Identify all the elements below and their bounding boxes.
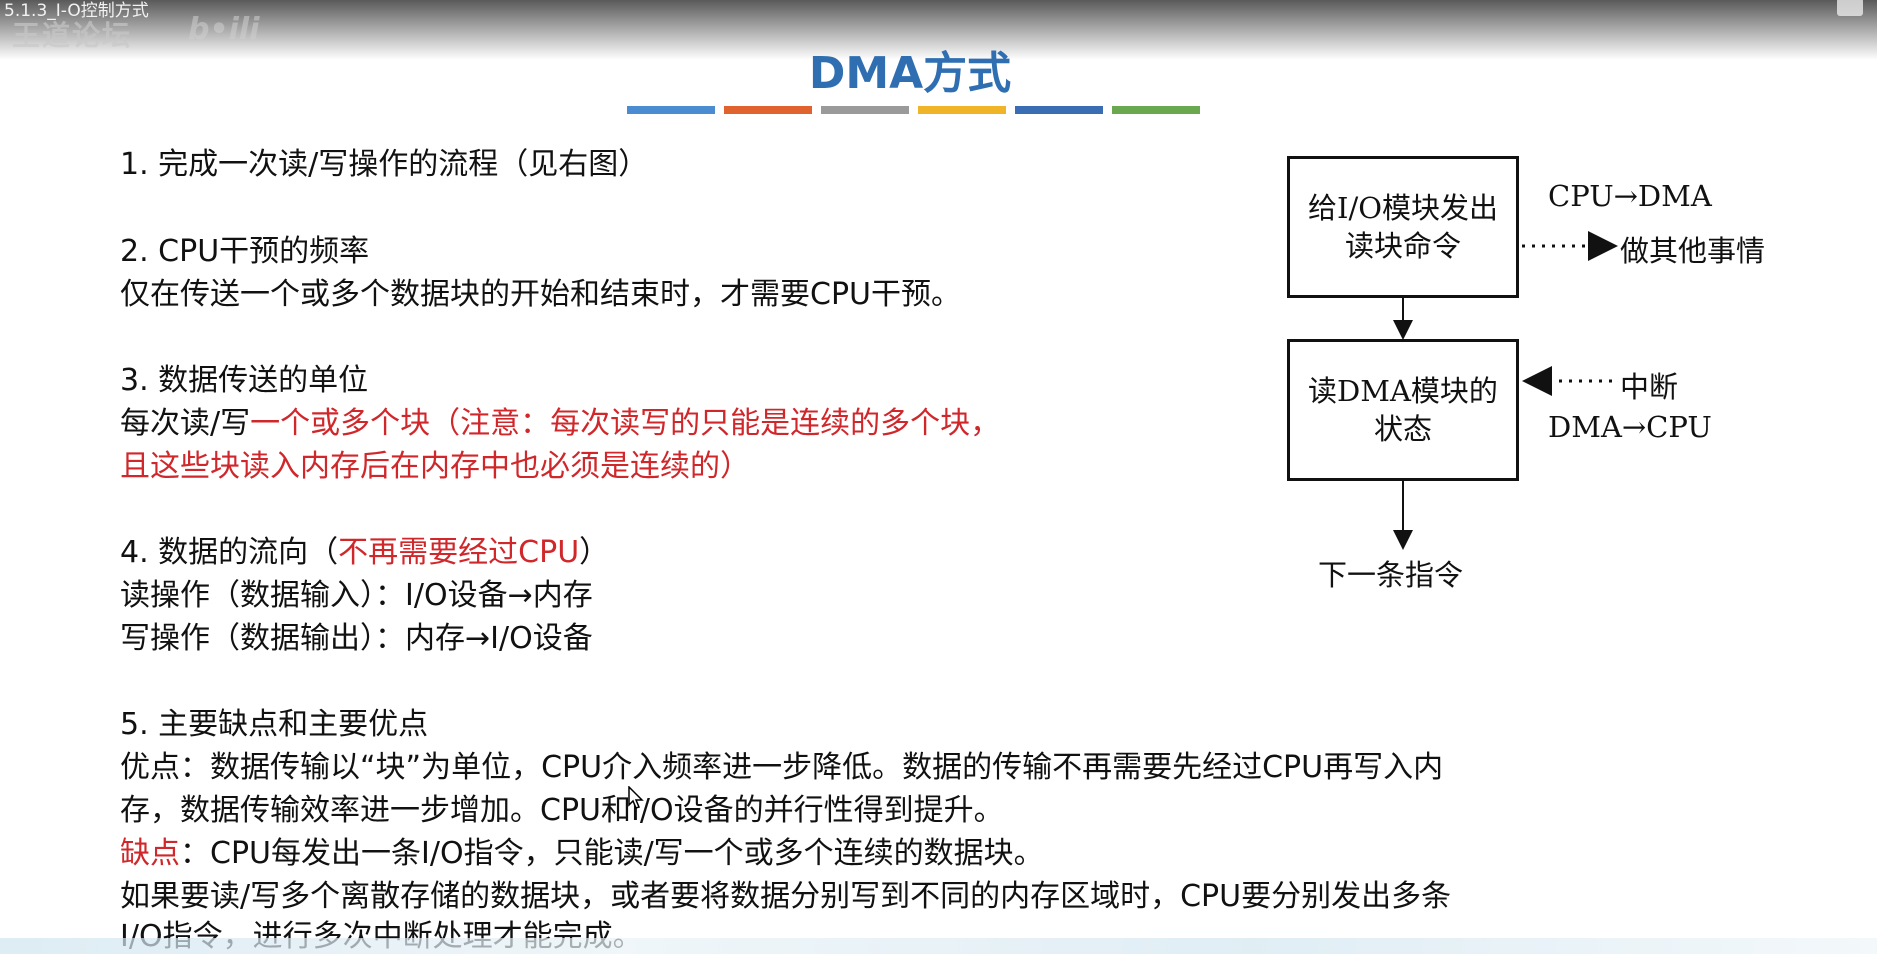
box2-line1: 读DMA模块的	[1308, 374, 1498, 408]
label-next-instruction: 下一条指令	[1318, 558, 1464, 592]
label-interrupt: 中断	[1620, 370, 1679, 404]
label-do-other: 做其他事情	[1620, 234, 1766, 268]
label-cpu-to-dma: CPU→DMA	[1548, 179, 1712, 213]
section-5-heading: 5. 主要缺点和主要优点	[120, 707, 429, 742]
section-3-body-highlight: 一个或多个块（注意：每次读写的只能是连续的多个块，	[250, 406, 1001, 441]
box1-line1: 给I/O模块发出	[1307, 191, 1498, 225]
section-1-text: 1. 完成一次读/写操作的流程（见右图）	[120, 147, 649, 182]
section-4-read: 读操作（数据输入）：I/O设备→内存	[120, 578, 593, 613]
color-bar-1	[627, 106, 715, 114]
menu-icon[interactable]	[1837, 0, 1863, 16]
section-4-heading: 4. 数据的流向（不再需要经过CPU）	[120, 532, 609, 574]
section-4-heading-suffix: ）	[579, 535, 610, 570]
color-bar-4	[918, 106, 1006, 114]
section-3-body: 每次读/写一个或多个块（注意：每次读写的只能是连续的多个块，	[120, 403, 1000, 445]
section-5-disadvantage-2: 如果要读/写多个离散存储的数据块，或者要将数据分别写到不同的内存区域时，CPU要…	[120, 879, 1452, 914]
disadvantage-text: ：CPU每发出一条I/O指令，只能读/写一个或多个连续的数据块。	[180, 836, 1044, 871]
bottom-decoration	[0, 938, 1877, 954]
color-bar-5	[1015, 106, 1103, 114]
box2-line2: 状态	[1373, 412, 1432, 446]
color-bar-3	[821, 106, 909, 114]
watermark-text: 王道论坛	[12, 19, 133, 52]
section-3-body-highlight-2: 且这些块读入内存后在内存中也必须是连续的）	[120, 449, 750, 484]
section-3-body-prefix: 每次读/写	[120, 406, 251, 441]
section-2-body: 仅在传送一个或多个数据块的开始和结束时，才需要CPU干预。	[120, 277, 961, 312]
color-bar-6	[1112, 106, 1200, 114]
disadvantage-label: 缺点	[120, 836, 180, 871]
video-top-bar: 5.1.3_I-O控制方式 王道论坛 b•ili	[0, 0, 1877, 60]
bilibili-logo: b•ili	[188, 12, 260, 47]
label-dma-to-cpu: DMA→CPU	[1548, 410, 1712, 444]
box1-line2: 读块命令	[1344, 229, 1461, 263]
mouse-cursor-icon	[628, 786, 644, 809]
color-bar-2	[724, 106, 812, 114]
section-5-advantage-2: 存，数据传输效率进一步增加。CPU和I/O设备的并行性得到提升。	[120, 793, 1004, 828]
section-4-heading-prefix: 4. 数据的流向（	[120, 535, 339, 570]
section-2-heading: 2. CPU干预的频率	[120, 234, 370, 269]
section-4-write: 写操作（数据输出）：内存→I/O设备	[120, 621, 593, 656]
section-5-disadvantage-1: 缺点：CPU每发出一条I/O指令，只能读/写一个或多个连续的数据块。	[120, 833, 1044, 875]
section-3-heading: 3. 数据传送的单位	[120, 363, 369, 398]
box-issue-read-command: 给I/O模块发出 读块命令	[1287, 156, 1519, 298]
section-4-heading-highlight: 不再需要经过CPU	[338, 535, 580, 570]
section-5-advantage-1: 优点：数据传输以“块”为单位，CPU介入频率进一步降低。数据的传输不再需要先经过…	[120, 750, 1444, 785]
box-read-dma-status: 读DMA模块的 状态	[1287, 339, 1519, 481]
video-title: 5.1.3_I-O控制方式	[4, 1, 149, 21]
slide-title: DMA方式	[808, 48, 1012, 99]
